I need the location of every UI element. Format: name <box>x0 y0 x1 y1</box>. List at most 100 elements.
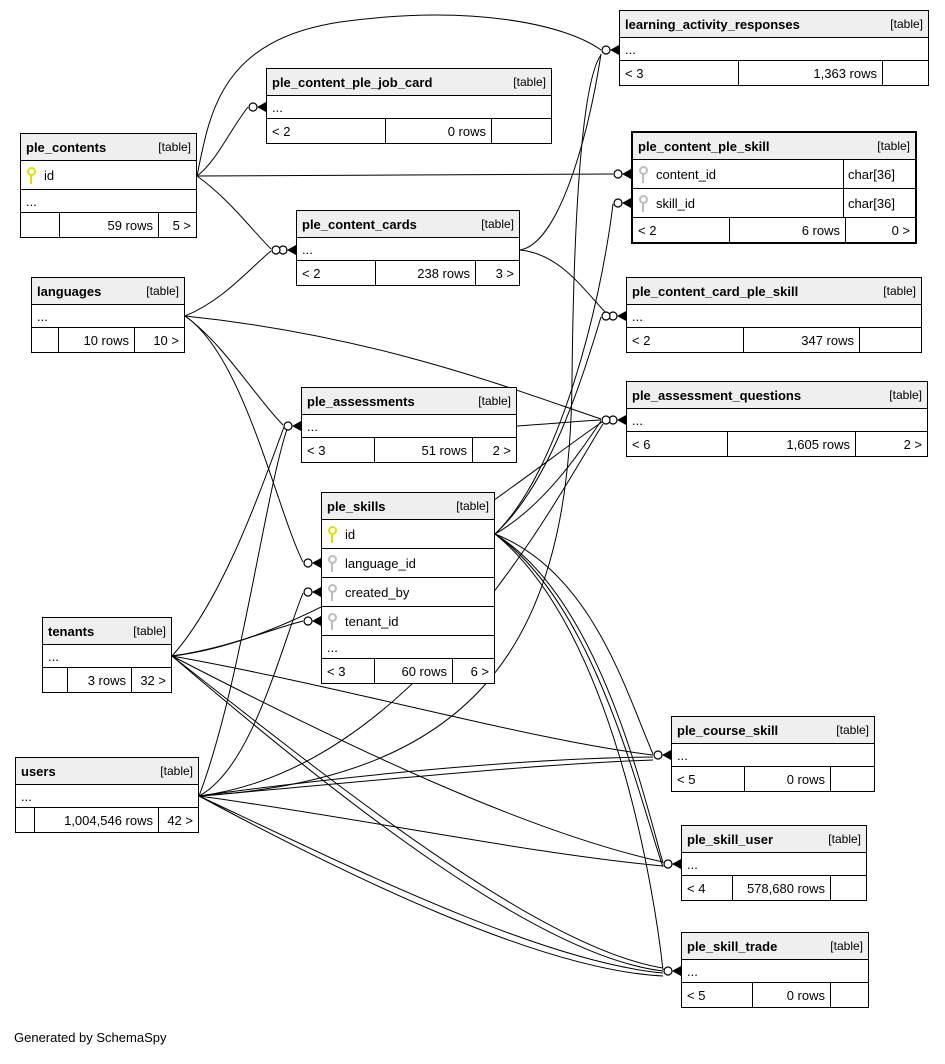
row-count: 578,680 rows <box>732 876 830 900</box>
edge-tenants-to-ple_skill_trade <box>171 655 664 969</box>
row-count: 0 rows <box>385 119 491 143</box>
column-type: char[36] <box>843 189 915 217</box>
parents-count: < 2 <box>272 123 291 139</box>
edge-ple_skills-to-ple_skill_user <box>494 533 664 864</box>
edge-ple_contents-to-ple_content_ple_skill.content_id <box>196 173 614 177</box>
parents-count <box>43 668 67 692</box>
row-count: 59 rows <box>59 213 158 237</box>
crows-foot-marker <box>653 750 671 760</box>
children-count: 2 > <box>855 432 927 456</box>
children-count <box>830 767 874 791</box>
edge-ple_skills-to-ple_course_skill <box>494 533 654 755</box>
column-row-created_by: created_by <box>322 578 494 607</box>
column-row-id: id <box>21 161 196 190</box>
edge-users-to-ple_skill_trade <box>198 795 664 977</box>
children-count: 0 > <box>845 218 915 242</box>
table-header: ple_assessment_questions[table] <box>627 382 927 409</box>
edge-tenants-to-ple_skills.tenant_id <box>171 620 304 657</box>
columns-ellipsis: ... <box>682 960 868 983</box>
parents-count: < 5 <box>677 771 696 787</box>
children-count: 6 > <box>452 659 494 683</box>
table-header: ple_contents[table] <box>21 134 196 161</box>
crows-foot-marker <box>248 102 266 112</box>
edge-tenants-to-ple_course_skill <box>171 655 654 756</box>
table-footer: < 3 1,363 rows <box>620 61 928 85</box>
edge-users-to-ple_skills.created_by <box>198 592 304 797</box>
row-count: 1,363 rows <box>738 61 882 85</box>
parents-count: < 3 <box>625 65 644 81</box>
table-header: languages[table] <box>32 278 184 305</box>
crows-foot-marker <box>283 421 301 431</box>
crows-foot-marker <box>271 245 296 255</box>
edge-ple_content_cards-to-learning_activity_responses <box>519 53 602 251</box>
row-count: 0 rows <box>752 983 830 1007</box>
table-learning_activity_responses[interactable]: learning_activity_responses[table]...< 3… <box>619 10 929 86</box>
foreign-key-icon <box>328 554 337 572</box>
foreign-key-icon <box>328 612 337 630</box>
parents-count: < 3 <box>327 663 346 679</box>
table-header: ple_content_ple_skill[table] <box>633 133 915 160</box>
column-row-tenant_id: tenant_id <box>322 607 494 636</box>
table-tag: [table] <box>830 939 863 953</box>
column-name: id <box>44 167 55 183</box>
crows-foot-marker <box>303 616 321 626</box>
edge-tenants-to-ple_skill_trade <box>171 655 664 972</box>
crows-foot-marker <box>663 966 681 976</box>
table-tag: [table] <box>478 394 511 408</box>
table-name: ple_assessments <box>307 393 415 409</box>
table-tag: [table] <box>890 17 923 31</box>
column-row-id: id <box>322 520 494 549</box>
edge-languages-to-ple_skills.language_id <box>184 315 304 563</box>
edge-languages-to-ple_assessment_questions <box>184 315 602 420</box>
edge-users-to-ple_skill_user <box>198 795 664 867</box>
column-name: content_id <box>656 166 716 182</box>
edge-ple_contents-to-ple_content_ple_job_card <box>196 106 249 177</box>
columns-ellipsis: ... <box>43 645 171 668</box>
table-name: languages <box>37 283 102 299</box>
parents-count: < 3 <box>307 442 326 458</box>
parents-count <box>32 328 58 352</box>
children-count: 2 > <box>472 438 516 462</box>
table-name: users <box>21 763 56 779</box>
table-name: ple_skill_trade <box>687 938 778 954</box>
crows-foot-marker <box>613 169 631 179</box>
crows-foot-marker <box>303 558 321 568</box>
crows-foot-marker <box>601 415 626 425</box>
crows-foot-marker <box>663 859 681 869</box>
table-name: ple_skills <box>327 498 386 514</box>
edge-ple_skills-to-ple_content_ple_skill.skill_id <box>494 203 614 535</box>
row-count: 1,004,546 rows <box>34 808 158 832</box>
edge-ple_skills-to-ple_skill_trade <box>494 533 664 971</box>
column-name: skill_id <box>656 195 696 211</box>
column-name: created_by <box>345 584 410 600</box>
column-name: tenant_id <box>345 613 399 629</box>
table-name: ple_skill_user <box>687 831 773 847</box>
table-name: ple_content_cards <box>302 216 417 232</box>
table-header: ple_skill_user[table] <box>682 826 866 853</box>
edge-ple_skills-to-ple_content_card_ple_skill <box>494 316 602 535</box>
children-count <box>830 983 868 1007</box>
column-name: language_id <box>345 555 416 571</box>
columns-ellipsis: ... <box>32 305 184 328</box>
columns-ellipsis: ... <box>21 190 196 213</box>
table-header: ple_skill_trade [table] <box>682 933 868 960</box>
foreign-key-icon <box>328 583 337 601</box>
